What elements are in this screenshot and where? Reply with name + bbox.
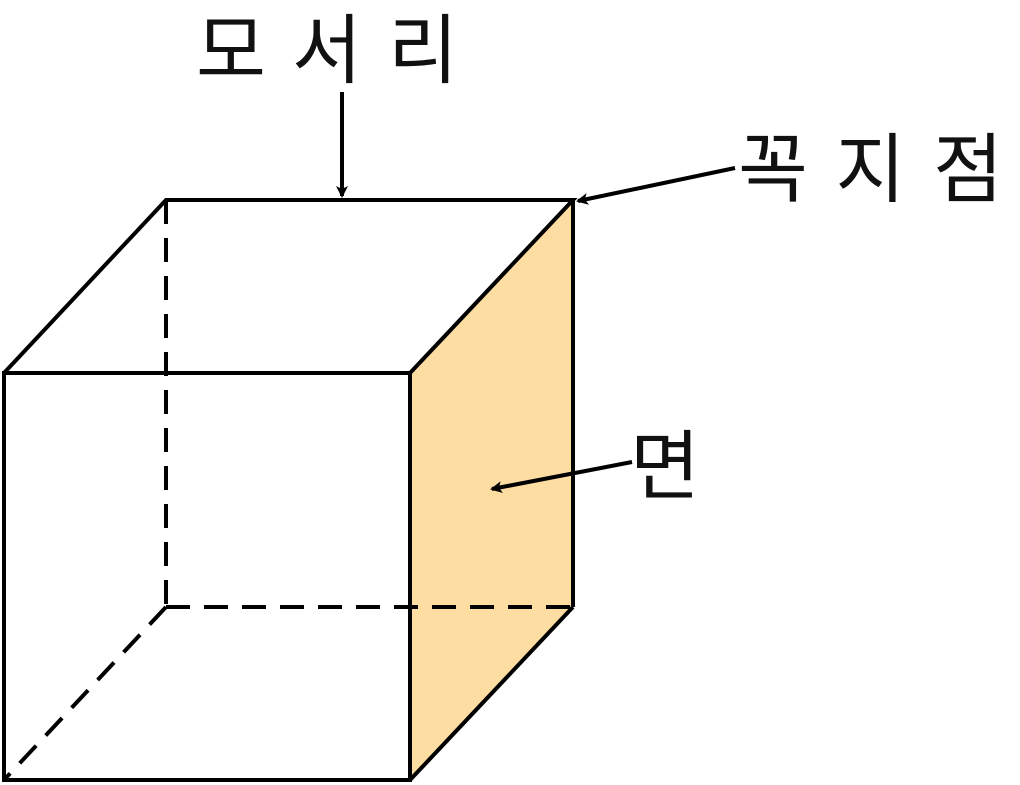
- right-bottom-edge: [408, 605, 575, 782]
- hidden-edges: [2, 200, 573, 782]
- hidden-edge-diagonal: [2, 605, 168, 782]
- pointer-arrows: [336, 92, 736, 493]
- front-face: [2, 371, 412, 782]
- vertex-arrow: [576, 166, 736, 205]
- top-face-edges: [2, 198, 578, 375]
- face-arrow: [490, 460, 633, 493]
- edge-label: 모서리: [196, 6, 458, 95]
- face-label: 면: [630, 422, 700, 511]
- vertex-label: 꼭지점: [738, 125, 1003, 214]
- visible-edges: [2, 198, 578, 782]
